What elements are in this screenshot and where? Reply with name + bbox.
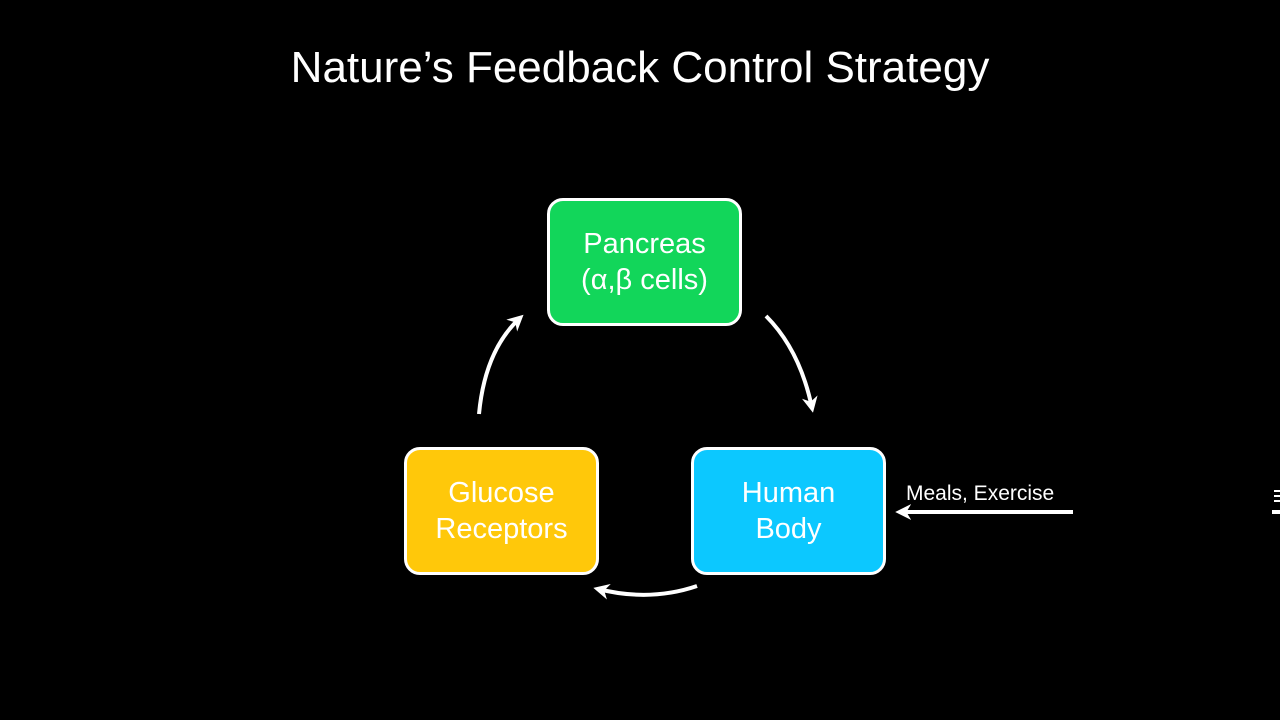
pancreas-sublabel: (α,β cells): [581, 264, 708, 296]
arrow-glucose-to-pancreas: [477, 314, 524, 415]
glucose-receptors-box: Glucose Receptors: [404, 447, 599, 575]
arrow-body-to-glucose: [593, 583, 698, 600]
slide-title: Nature’s Feedback Control Strategy: [290, 43, 990, 92]
pancreas-label: Pancreas: [583, 228, 706, 260]
human-body-label-line2: Body: [755, 513, 822, 545]
pancreas-box: Pancreas (α,β cells): [547, 198, 742, 326]
glucose-receptors-label-line1: Glucose: [448, 477, 555, 509]
glucose-receptors-label-line2: Receptors: [435, 513, 568, 545]
arrow-pancreas-to-body: [764, 314, 818, 413]
input-label: Meals, Exercise: [906, 482, 1055, 505]
edge-fragment-mark: [1272, 490, 1280, 514]
human-body-label-line1: Human: [741, 477, 836, 509]
human-body-box: Human Body: [691, 447, 886, 575]
